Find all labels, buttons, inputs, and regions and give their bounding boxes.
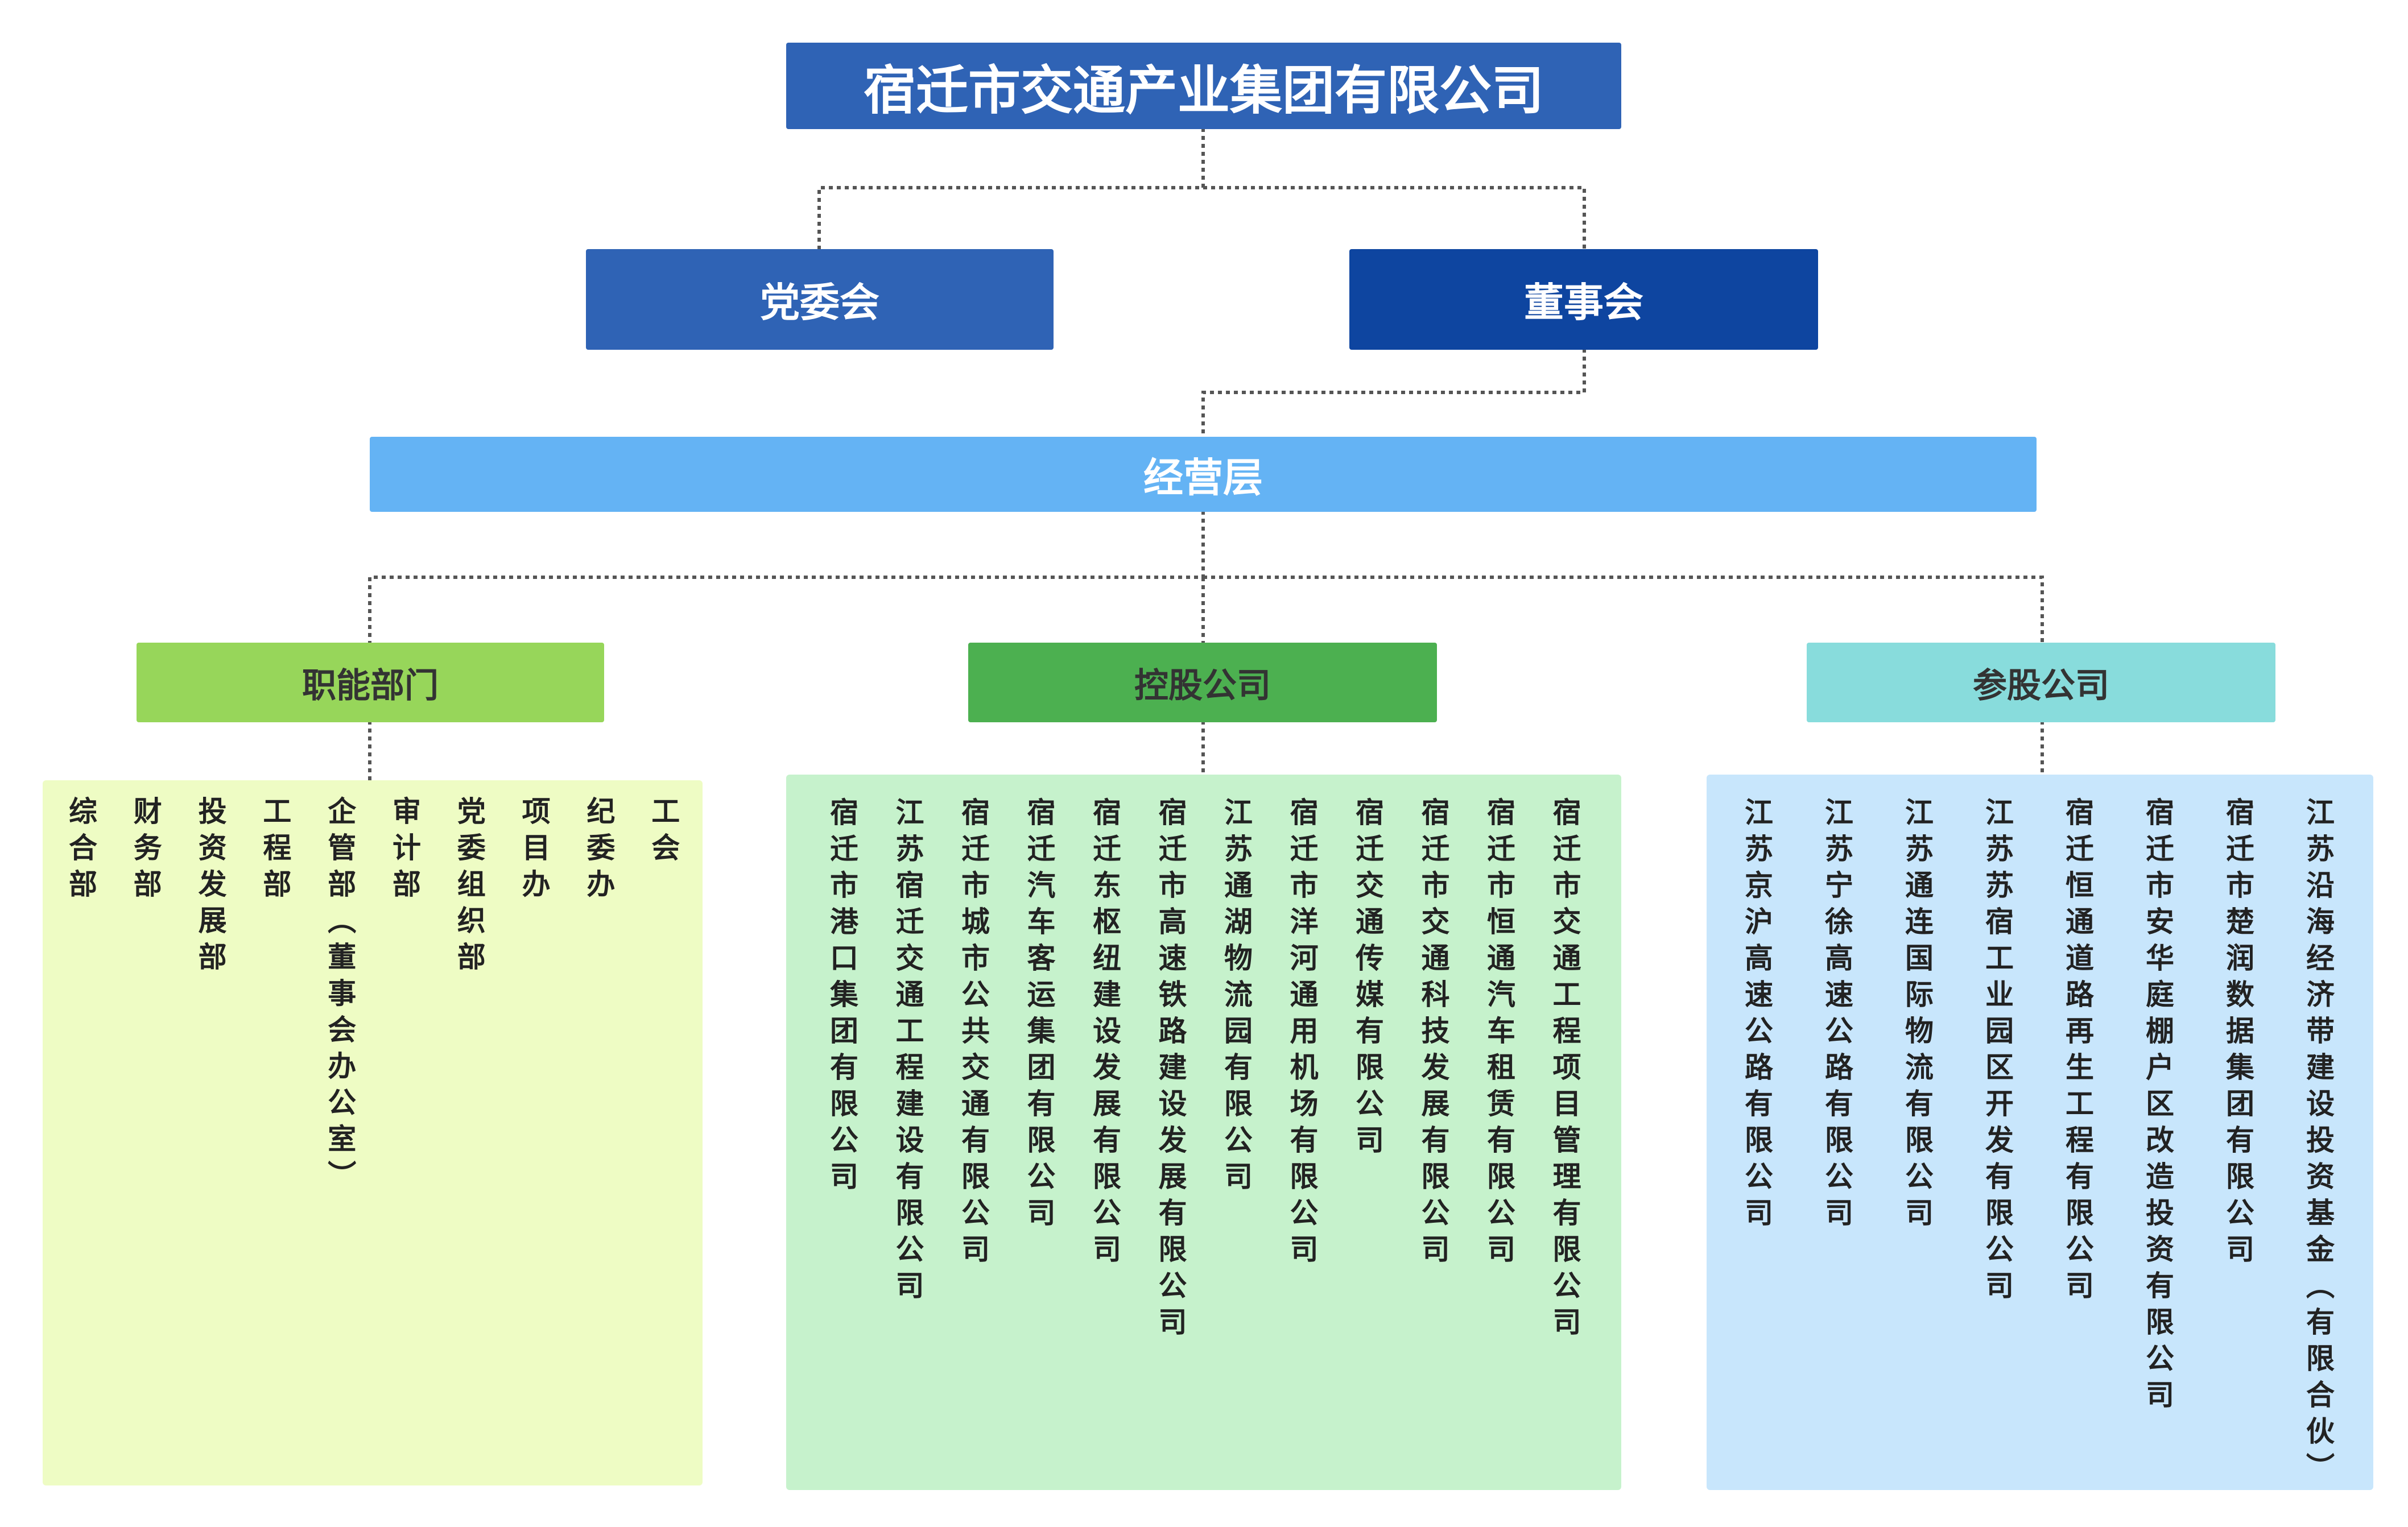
holding-company-item-8: 宿迁市洋河通用机场有限公司 <box>1285 797 1319 1271</box>
shareholding-company-item-1: 江苏京沪高速公路有限公司 <box>1740 797 1773 1234</box>
connector-root-board <box>1203 186 1586 249</box>
connector-root <box>817 128 1205 249</box>
connector-management <box>368 511 1205 643</box>
holding-company-item-12: 宿迁市交通工程项目管理有限公司 <box>1548 797 1581 1343</box>
holding-company-item-4: 宿迁汽车客运集团有限公司 <box>1022 797 1056 1234</box>
connector-management-shareholding <box>1203 576 2044 643</box>
shareholding-company-panel: 江苏京沪高速公路有限公司 江苏宁徐高速公路有限公司 江苏通连国际物流有限公司 江苏苏宿… <box>1707 775 2373 1490</box>
holding-company-item-1: 宿迁市港口集团有限公司 <box>825 797 858 1198</box>
holding-company-item-9: 宿迁交通传媒有限公司 <box>1351 797 1384 1161</box>
holding-company-header: 控股公司 <box>968 643 1437 722</box>
holding-company-item-6: 宿迁市高速铁路建设发展有限公司 <box>1154 797 1187 1343</box>
holding-company-item-7: 江苏通湖物流园有限公司 <box>1220 797 1253 1198</box>
party-committee-label: 党委会 <box>760 279 879 326</box>
holding-company-item-5: 宿迁东枢纽建设发展有限公司 <box>1088 797 1121 1271</box>
root-label: 宿迁市交通产业集团有限公司 <box>863 60 1544 121</box>
functional-dept-item-9: 纪委办 <box>582 796 616 905</box>
party-committee-node: 党委会 <box>586 249 1054 350</box>
shareholding-company-item-2: 江苏宁徐高速公路有限公司 <box>1820 797 1853 1234</box>
functional-dept-item-1: 综合部 <box>64 796 97 905</box>
management-node: 经营层 <box>370 437 2037 512</box>
functional-dept-header: 职能部门 <box>137 643 604 722</box>
root-node: 宿迁市交通产业集团有限公司 <box>786 43 1621 129</box>
management-label: 经营层 <box>1143 454 1263 501</box>
holding-company-item-2: 江苏宿迁交通工程建设有限公司 <box>891 797 924 1307</box>
board-node: 董事会 <box>1349 249 1818 350</box>
holding-company-label: 控股公司 <box>1134 665 1271 706</box>
functional-dept-label: 职能部门 <box>302 665 439 706</box>
board-label: 董事会 <box>1524 279 1643 326</box>
shareholding-company-item-8: 江苏沿海经济带建设投资基金（有限合伙） <box>2302 797 2335 1489</box>
holding-company-item-11: 宿迁市恒通汽车租赁有限公司 <box>1482 797 1515 1271</box>
functional-dept-item-5: 企管部（董事会办公室） <box>323 796 357 1197</box>
functional-dept-item-10: 工会 <box>647 796 680 869</box>
functional-dept-panel: 综合部财务部投资发展部工程部企管部（董事会办公室） 审计部党委组织部项目办纪委办工… <box>43 780 703 1485</box>
shareholding-company-label: 参股公司 <box>1973 665 2109 706</box>
functional-dept-item-7: 党委组织部 <box>452 796 486 978</box>
holding-company-item-3: 宿迁市城市公共交通有限公司 <box>957 797 990 1271</box>
holding-company-item-10: 宿迁市交通科技发展有限公司 <box>1416 797 1450 1271</box>
connector-board-management <box>1201 349 1586 437</box>
shareholding-company-item-5: 宿迁恒通道路再生工程有限公司 <box>2061 797 2094 1307</box>
holding-company-panel: 宿迁市港口集团有限公司江苏宿迁交通工程建设有限公司宿迁市城市公共交通有限公司宿迁… <box>786 775 1621 1490</box>
shareholding-company-item-7: 宿迁市楚润数据集团有限公司 <box>2221 797 2254 1271</box>
functional-dept-item-8: 项目办 <box>517 796 551 905</box>
functional-dept-item-3: 投资发展部 <box>193 796 227 978</box>
shareholding-company-item-4: 江苏苏宿工业园区开发有限公司 <box>1981 797 2014 1307</box>
shareholding-company-header: 参股公司 <box>1807 643 2275 722</box>
functional-dept-item-6: 审计部 <box>388 796 421 905</box>
functional-dept-item-4: 工程部 <box>258 796 292 905</box>
functional-dept-item-2: 财务部 <box>129 796 162 905</box>
shareholding-company-item-3: 江苏通连国际物流有限公司 <box>1901 797 1934 1234</box>
shareholding-company-item-6: 宿迁市安华庭棚户区改造投资有限公司 <box>2141 797 2174 1416</box>
